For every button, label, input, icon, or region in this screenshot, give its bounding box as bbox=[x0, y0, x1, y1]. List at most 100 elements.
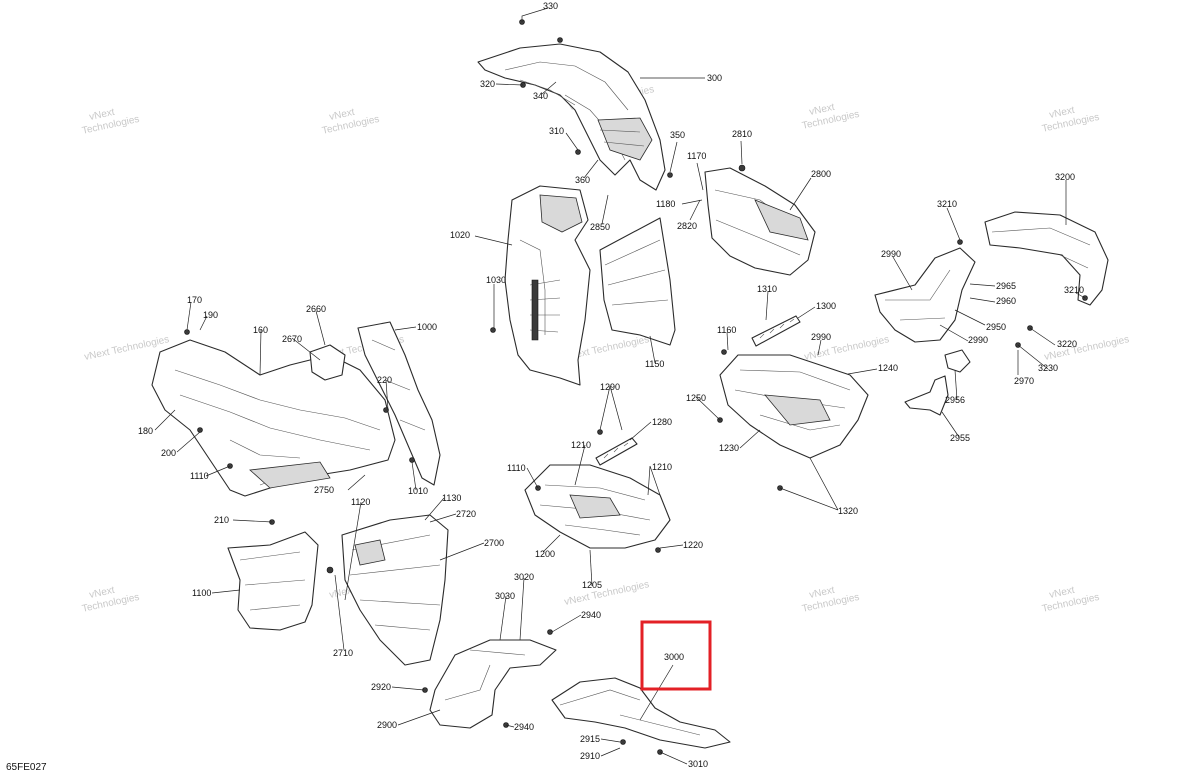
callout-2710[interactable]: 2710 bbox=[333, 648, 353, 658]
part-1100-panel bbox=[227, 531, 319, 631]
callout-1130[interactable]: 1130 bbox=[442, 493, 461, 503]
callout-360[interactable]: 360 bbox=[575, 175, 590, 185]
callout-190[interactable]: 190 bbox=[203, 310, 218, 320]
callout-1120[interactable]: 1120 bbox=[351, 497, 370, 507]
callout-1230[interactable]: 1230 bbox=[719, 443, 739, 453]
callout-2660[interactable]: 2660 bbox=[306, 304, 326, 314]
callout-3230[interactable]: 3230 bbox=[1038, 363, 1058, 373]
callout-220[interactable]: 220 bbox=[377, 375, 392, 385]
callout-1320[interactable]: 1320 bbox=[838, 506, 858, 516]
callout-2940[interactable]: 2940 bbox=[514, 722, 534, 732]
watermark: vNext bbox=[1048, 585, 1076, 601]
callout-210[interactable]: 210 bbox=[214, 515, 229, 525]
part-3000-footrest bbox=[551, 677, 731, 749]
callout-1030[interactable]: 1030 bbox=[486, 275, 506, 285]
callout-1180[interactable]: 1180 bbox=[656, 199, 675, 209]
callout-1290[interactable]: 1290 bbox=[600, 382, 620, 392]
callout-2915[interactable]: 2915 bbox=[580, 734, 600, 744]
callout-2720[interactable]: 2720 bbox=[456, 509, 476, 519]
watermark: vNext bbox=[88, 585, 116, 601]
callout-2956[interactable]: 2956 bbox=[945, 395, 965, 405]
part-2700-panel bbox=[341, 514, 449, 666]
part-1280-pad bbox=[595, 437, 638, 466]
callout-1240[interactable]: 1240 bbox=[878, 363, 898, 373]
callout-2965[interactable]: 2965 bbox=[996, 281, 1016, 291]
callout-2810[interactable]: 2810 bbox=[732, 129, 752, 139]
callout-1200[interactable]: 1200 bbox=[535, 549, 555, 559]
callout-3210[interactable]: 3210 bbox=[937, 199, 957, 209]
part-160-left-panel bbox=[151, 339, 396, 497]
callout-1220[interactable]: 1220 bbox=[683, 540, 703, 550]
callout-2800[interactable]: 2800 bbox=[811, 169, 831, 179]
callout-180[interactable]: 180 bbox=[138, 426, 153, 436]
callout-3200[interactable]: 3200 bbox=[1055, 172, 1075, 182]
part-2800-panel bbox=[704, 167, 816, 276]
callout-2850[interactable]: 2850 bbox=[590, 222, 610, 232]
part-1020-center-panel bbox=[504, 185, 591, 386]
part-2956-clip bbox=[944, 349, 971, 373]
callout-2820[interactable]: 2820 bbox=[677, 221, 697, 231]
callout-200[interactable]: 200 bbox=[161, 448, 176, 458]
leader-lines bbox=[154, 7, 1086, 765]
callout-2940[interactable]: 2940 bbox=[581, 610, 601, 620]
callout-340[interactable]: 340 bbox=[533, 91, 548, 101]
callout-2990[interactable]: 2990 bbox=[968, 335, 988, 345]
callout-3210[interactable]: 3210 bbox=[1064, 285, 1084, 295]
callout-1110[interactable]: 1110 bbox=[190, 471, 209, 481]
callout-1280[interactable]: 1280 bbox=[652, 417, 672, 427]
callout-1210[interactable]: 1210 bbox=[652, 462, 672, 472]
part-shapes bbox=[151, 19, 1109, 755]
callout-1100[interactable]: 1100 bbox=[192, 588, 211, 598]
callout-2700[interactable]: 2700 bbox=[484, 538, 504, 548]
callout-310[interactable]: 310 bbox=[549, 126, 564, 136]
diagram-reference-code: 65FE027 bbox=[6, 762, 47, 773]
callout-1020[interactable]: 1020 bbox=[450, 230, 470, 240]
part-1200-floor-tray bbox=[524, 464, 671, 549]
callout-160[interactable]: 160 bbox=[253, 325, 268, 335]
part-3200-cover bbox=[984, 211, 1109, 306]
callout-2950[interactable]: 2950 bbox=[986, 322, 1006, 332]
callout-2670[interactable]: 2670 bbox=[282, 334, 302, 344]
callout-1250[interactable]: 1250 bbox=[686, 393, 706, 403]
callout-2750[interactable]: 2750 bbox=[314, 485, 334, 495]
highlight-box-3000 bbox=[640, 620, 712, 691]
watermark: vNext bbox=[808, 102, 836, 118]
watermark: vNext bbox=[808, 585, 836, 601]
callout-320[interactable]: 320 bbox=[480, 79, 495, 89]
callout-1110[interactable]: 1110 bbox=[507, 463, 526, 473]
callout-330[interactable]: 330 bbox=[543, 1, 558, 11]
callout-3020[interactable]: 3020 bbox=[514, 572, 534, 582]
watermark: vNext Technologies bbox=[563, 579, 650, 608]
watermark: vNext Technologies bbox=[83, 334, 170, 363]
callout-1000[interactable]: 1000 bbox=[417, 322, 437, 332]
callout-170[interactable]: 170 bbox=[187, 295, 202, 305]
callout-1150[interactable]: 1150 bbox=[645, 359, 664, 369]
callout-300[interactable]: 300 bbox=[707, 73, 722, 83]
part-1000-strip bbox=[357, 321, 441, 486]
callout-labels: 330 300 320 340 310 350 360 2810 1170 28… bbox=[138, 1, 1084, 769]
callout-2920[interactable]: 2920 bbox=[371, 682, 391, 692]
part-2660-box bbox=[309, 344, 346, 381]
callout-3000[interactable]: 3000 bbox=[664, 652, 684, 662]
callout-2990[interactable]: 2990 bbox=[881, 249, 901, 259]
callout-3030[interactable]: 3030 bbox=[495, 591, 515, 601]
callout-2955[interactable]: 2955 bbox=[950, 433, 970, 443]
callout-1210[interactable]: 1210 bbox=[571, 440, 591, 450]
callout-1205[interactable]: 1205 bbox=[582, 580, 602, 590]
callout-2960[interactable]: 2960 bbox=[996, 296, 1016, 306]
callout-1310[interactable]: 1310 bbox=[757, 284, 777, 294]
callout-2970[interactable]: 2970 bbox=[1014, 376, 1034, 386]
callout-2990[interactable]: 2990 bbox=[811, 332, 831, 342]
callout-1170[interactable]: 1170 bbox=[687, 151, 706, 161]
callout-1300[interactable]: 1300 bbox=[816, 301, 836, 311]
callout-2910[interactable]: 2910 bbox=[580, 751, 600, 761]
callout-350[interactable]: 350 bbox=[670, 130, 685, 140]
callout-2900[interactable]: 2900 bbox=[377, 720, 397, 730]
callout-3010[interactable]: 3010 bbox=[688, 759, 708, 769]
callout-1160[interactable]: 1160 bbox=[717, 325, 736, 335]
callout-3220[interactable]: 3220 bbox=[1057, 339, 1077, 349]
callout-1010[interactable]: 1010 bbox=[408, 486, 428, 496]
part-1230-floor-tray bbox=[719, 354, 869, 459]
part-1300-pad bbox=[751, 315, 801, 347]
